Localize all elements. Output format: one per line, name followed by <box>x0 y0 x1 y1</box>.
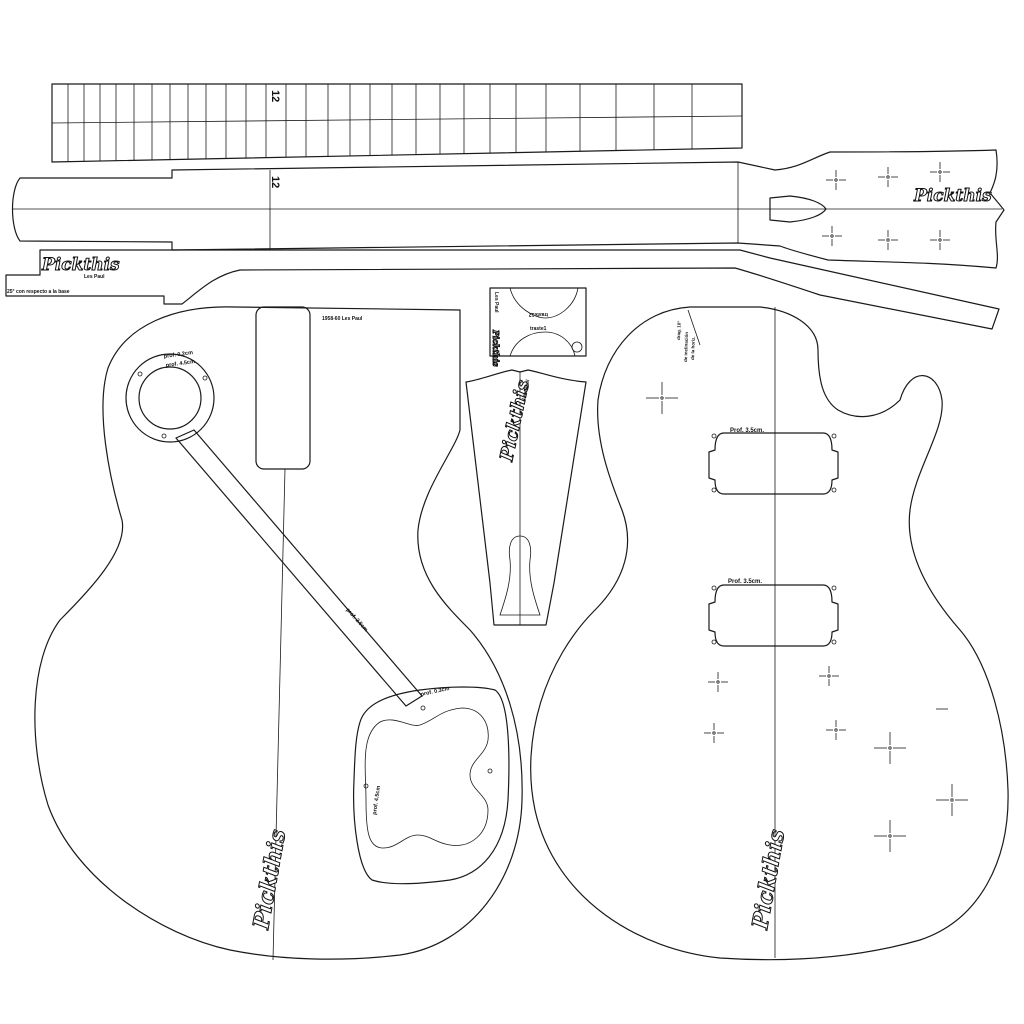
fret-template-logo: Pickthis <box>491 329 501 367</box>
neck-angle-template: Pickthis Les Paul 25° con respecto a la … <box>5 249 1000 330</box>
channel-depth: prof. 2.5cm <box>345 607 369 633</box>
fret-position-template: traste12 traste1 Les Paul Pickthis <box>489 287 587 368</box>
fret-template-label-12: traste12 <box>529 311 548 317</box>
control-hole-mark <box>936 784 968 816</box>
control-hole-mark <box>874 820 906 852</box>
angle-note: 25° con respecto a la base <box>7 289 70 295</box>
back-body-template: 1958-60 Les Paul prof. 0.2cm prof. 4.5cm… <box>34 306 523 961</box>
cover-plate-template: Pickthis Les Paul <box>465 369 587 626</box>
headstock-logo: Pickthis <box>913 186 992 206</box>
tuner-hole-mark <box>930 230 950 250</box>
control-hole-mark <box>708 672 728 692</box>
fret-template-label-1: traste1 <box>530 326 547 332</box>
body-title: 1958-60 Les Paul <box>322 316 363 322</box>
cover-plate-model: Les Paul <box>521 378 531 400</box>
pickup-bridge-depth: Prof. 3.5cm. <box>728 579 762 585</box>
angle-template-logo: Pickthis <box>41 255 120 275</box>
top-body-logo: Pickthis <box>747 828 790 932</box>
control-hole-mark <box>646 382 678 414</box>
jack-depth-inner: prof. 4.5cm <box>165 359 195 369</box>
cavity-depth-outer: prof. 0.3cm <box>420 686 450 698</box>
fret-12-label-top: 12 <box>269 90 281 102</box>
neck-angle-line-3: de la horiz. <box>690 336 696 360</box>
pickup-neck-depth: Prof. 3.5cm. <box>730 428 764 434</box>
top-body-template: drag. 10° de inclinación de la horiz. Pr… <box>530 306 1009 961</box>
angle-template-model: Les Paul <box>84 274 105 280</box>
fret-12-label-neck: 12 <box>269 176 281 188</box>
control-hole-mark <box>704 723 724 743</box>
back-body-logo: Pickthis <box>248 828 291 932</box>
control-hole-mark <box>819 666 839 686</box>
tuner-hole-mark <box>930 162 950 182</box>
tuner-hole-marks <box>822 162 950 250</box>
fretboard-template: 12 <box>51 83 743 163</box>
neck-angle-line-1: drag. 10° <box>676 321 682 340</box>
fret-lines <box>67 84 693 162</box>
tuner-hole-mark <box>826 170 846 190</box>
tuner-hole-mark <box>822 226 842 246</box>
tuner-hole-mark <box>878 230 898 250</box>
jack-depth-outer: prof. 0.2cm <box>163 350 193 360</box>
control-hole-mark <box>826 720 846 740</box>
tuner-hole-mark <box>878 167 898 187</box>
control-hole-marks <box>646 382 968 852</box>
control-hole-mark <box>874 732 906 764</box>
fret-template-model: Les Paul <box>493 292 499 313</box>
neck-angle-line-2: de inclinación <box>683 332 689 362</box>
cavity-depth-inner: prof. 4.5cm <box>372 785 382 815</box>
neck-template: 12 Pickthis <box>11 149 1005 269</box>
